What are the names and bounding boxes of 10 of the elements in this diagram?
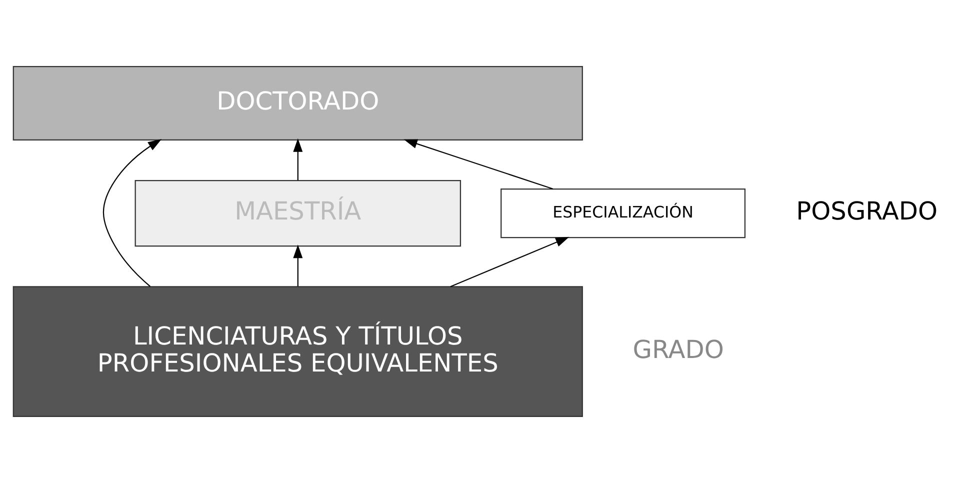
arrow <box>293 244 303 286</box>
node-box: ESPECIALIZACIÓN <box>500 188 746 238</box>
arrow <box>404 138 554 189</box>
arrow <box>450 236 570 287</box>
node-box: LICENCIATURAS Y TÍTULOS PROFESIONALES EQUIVALENTES <box>12 286 583 417</box>
arrow <box>102 138 162 286</box>
label: GRADO <box>632 334 724 364</box>
node-box: DOCTORADO <box>12 65 583 140</box>
label: POSGRADO <box>796 196 938 226</box>
arrow <box>293 138 303 180</box>
